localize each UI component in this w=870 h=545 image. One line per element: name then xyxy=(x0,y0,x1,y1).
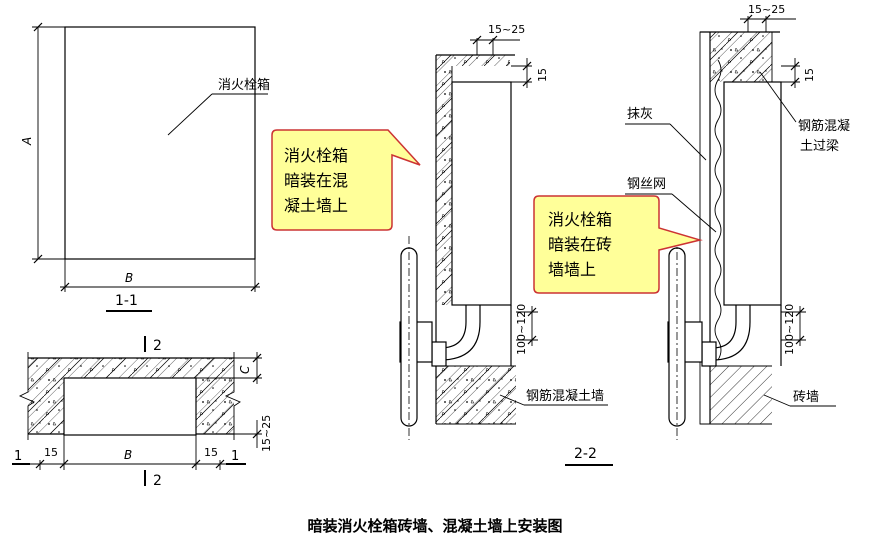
hydrant-box-outline xyxy=(64,26,256,260)
dim-b-label: B xyxy=(125,271,133,285)
callout-brick-shape xyxy=(533,195,703,294)
section-2-2-right: 15~25 15 100~120 抹灰 钢丝网 钢筋混凝 土过梁 砖墙 2-2 xyxy=(565,3,850,466)
concrete-wall-label: 钢筋混凝土墙 xyxy=(526,388,604,404)
dim-a-label: A xyxy=(20,137,34,146)
brick-wall-label: 砖墙 xyxy=(793,390,819,405)
drawing-title: 暗装消火栓箱砖墙、混凝土墙上安装图 xyxy=(307,517,562,535)
wire-mesh xyxy=(714,59,722,361)
mesh-label: 钢丝网 xyxy=(627,177,666,192)
hydrant-box-brick xyxy=(723,81,782,306)
plaster-label: 抹灰 xyxy=(627,107,653,122)
callout-concrete-line-2: 暗装在混 xyxy=(284,171,348,190)
callout-concrete-line-1: 消火栓箱 xyxy=(284,146,348,165)
plan-dim-b: B xyxy=(124,448,132,462)
callout-concrete-shape xyxy=(271,129,421,231)
lintel-label-1: 钢筋混凝 xyxy=(798,118,850,134)
section-mark-left: 1 xyxy=(14,449,22,464)
dim-side-label: 15~25 xyxy=(260,415,273,452)
dim-15-left: 15 xyxy=(44,446,58,459)
section-mark-right: 1 xyxy=(231,449,239,464)
section-2-2-label: 2-2 xyxy=(574,446,597,462)
lintel-label-2: 土过梁 xyxy=(800,139,839,154)
dim-top-right: 15~25 xyxy=(748,3,785,16)
section-2-2-left: 15~25 15 100~120 钢筋混凝土墙 xyxy=(399,23,608,440)
box-label: 消火栓箱 xyxy=(218,77,270,93)
callout-concrete-line-3: 凝土墙上 xyxy=(284,196,348,215)
section-1-1: A B 消火栓箱 1-1 xyxy=(20,22,270,312)
plan-view: 2 2 C 15~25 15 B 15 1 1 xyxy=(12,336,273,489)
dim-15-right: 15 xyxy=(204,446,218,459)
callout-brick-line-3: 墙墙上 xyxy=(548,260,596,279)
hydrant-box-concrete xyxy=(451,81,512,306)
dim-c-label: C xyxy=(238,365,252,374)
dim-top-left: 15~25 xyxy=(488,23,525,36)
dim-gap-right: 15 xyxy=(803,68,816,82)
dim-bottom-right: 100~120 xyxy=(783,304,796,355)
dim-bottom-left: 100~120 xyxy=(515,304,528,355)
plan-box xyxy=(63,377,197,436)
callout-brick-line-1: 消火栓箱 xyxy=(548,210,612,229)
cut-mark-top: 2 xyxy=(153,338,162,354)
section-1-1-label: 1-1 xyxy=(115,293,138,309)
callout-brick-line-2: 暗装在砖 xyxy=(548,235,612,254)
callout-brick: 消火栓箱 暗装在砖 墙墙上 xyxy=(533,195,703,294)
callout-concrete: 消火栓箱 暗装在混 凝土墙上 xyxy=(271,129,421,231)
cut-mark-bottom: 2 xyxy=(153,473,162,489)
dim-gap-left: 15 xyxy=(536,68,549,82)
